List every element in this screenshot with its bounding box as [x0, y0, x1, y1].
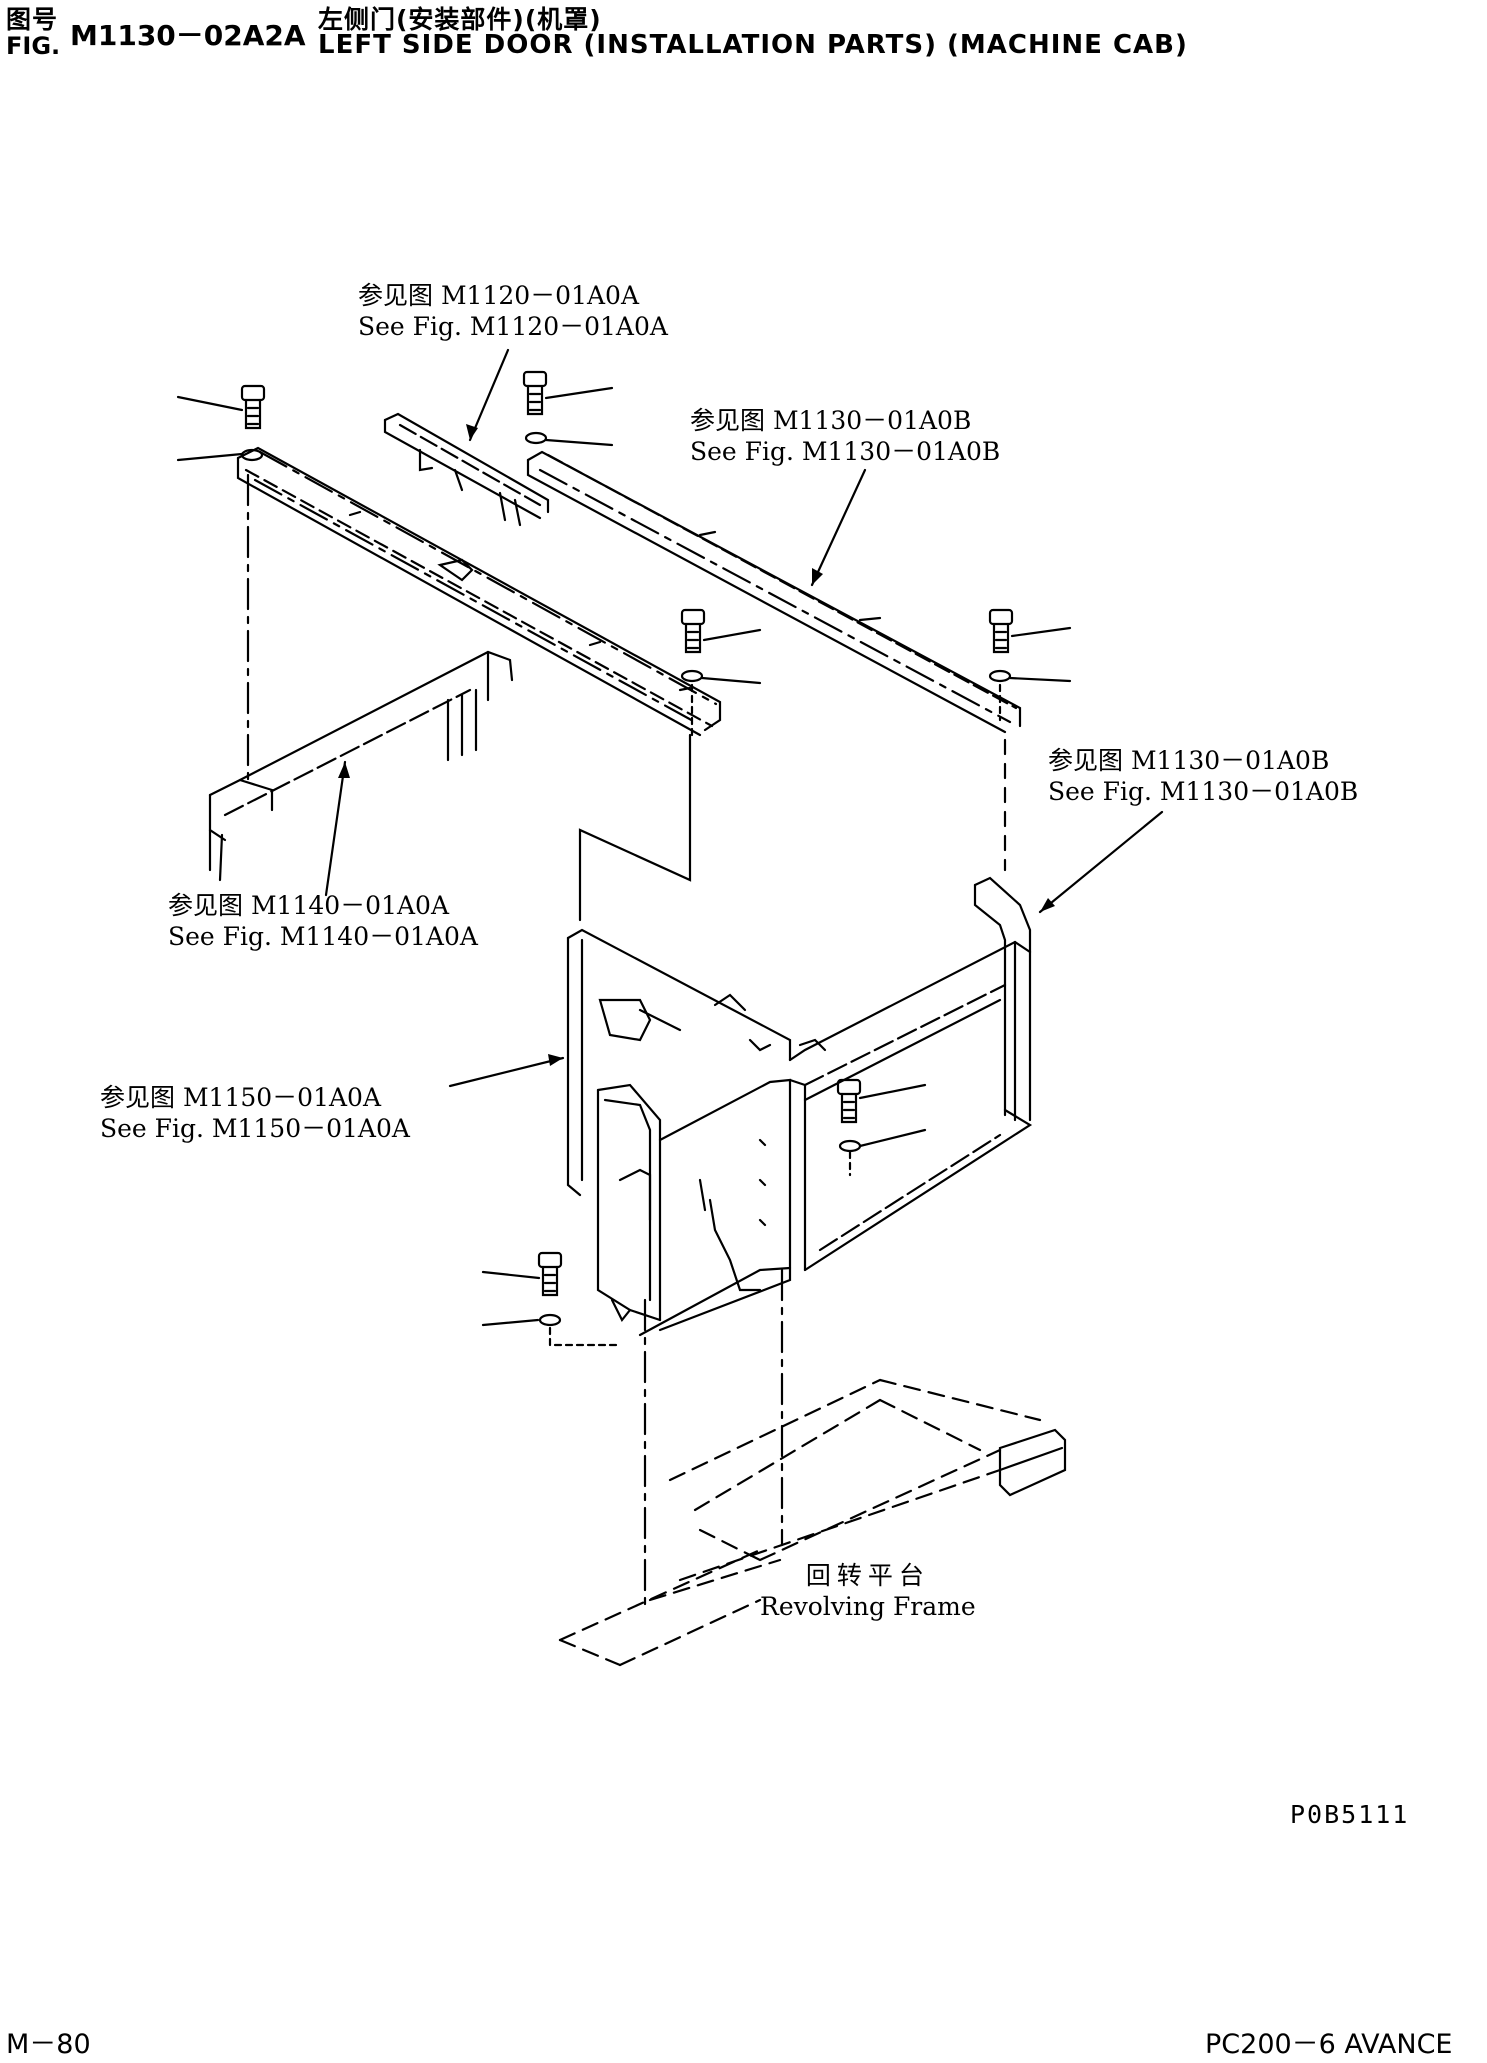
revolving-frame-label-en: Revolving Frame: [760, 1592, 976, 1621]
callout-m1120-en: See Fig. M1120－01A0A: [358, 312, 668, 341]
title-en: LEFT SIDE DOOR (INSTALLATION PARTS) (MAC…: [318, 30, 1188, 60]
upper-right-beam: [526, 450, 1022, 734]
left-beam-m1140: [208, 650, 514, 882]
callout-m1130-lower: 参见图 M1130－01A0B See Fig. M1130－01A0B: [1048, 745, 1358, 807]
callout-m1150-en: See Fig. M1150－01A0A: [100, 1114, 410, 1143]
callout-m1140-cn: 参见图 M1140－01A0A: [168, 891, 449, 920]
callout-m1120: 参见图 M1120－01A0A See Fig. M1120－01A0A: [358, 280, 668, 342]
callout-m1130-lower-en: See Fig. M1130－01A0B: [1048, 777, 1359, 806]
callout-m1130-upper-en: See Fig. M1130－01A0B: [690, 437, 1001, 466]
callout-m1130-lower-cn: 参见图 M1130－01A0B: [1048, 746, 1330, 775]
upper-front-bracket: [383, 412, 550, 527]
callout-m1120-cn: 参见图 M1120－01A0A: [358, 281, 639, 310]
callout-m1140: 参见图 M1140－01A0A See Fig. M1140－01A0A: [168, 890, 478, 952]
callout-m1150: 参见图 M1150－01A0A See Fig. M1150－01A0A: [100, 1082, 410, 1144]
door-frame-main: [566, 928, 807, 1337]
model-name: PC200－6 AVANCE: [1205, 2029, 1453, 2060]
page-number: M－80: [6, 2029, 91, 2060]
revolving-frame: [558, 1378, 1042, 1667]
upper-left-beam: [236, 446, 722, 737]
callout-m1150-cn: 参见图 M1150－01A0A: [100, 1083, 381, 1112]
callout-m1130-upper: 参见图 M1130－01A0B See Fig. M1130－01A0B: [690, 405, 1000, 467]
figure-header: 图号 FIG. M1130－02A2A 左侧门(安装部件)(机罩) LEFT S…: [0, 0, 1487, 70]
revolving-frame-label: 回转平台 Revolving Frame: [760, 1560, 976, 1622]
fig-label-cn: 图号: [6, 5, 59, 34]
revolving-frame-label-cn: 回转平台: [805, 1561, 930, 1590]
callout-arrows: [324, 348, 1164, 1088]
fig-label-en: FIG.: [6, 32, 61, 60]
callout-m1130-upper-cn: 参见图 M1130－01A0B: [690, 406, 972, 435]
door-frame-right: [788, 876, 1033, 1272]
drawing-code: P0B5111: [1290, 1800, 1410, 1829]
fig-number: M1130－02A2A: [70, 19, 306, 52]
callout-m1140-en: See Fig. M1140－01A0A: [168, 922, 478, 951]
title-cn: 左侧门(安装部件)(机罩): [318, 5, 602, 34]
bolt-group: [176, 370, 1072, 1347]
